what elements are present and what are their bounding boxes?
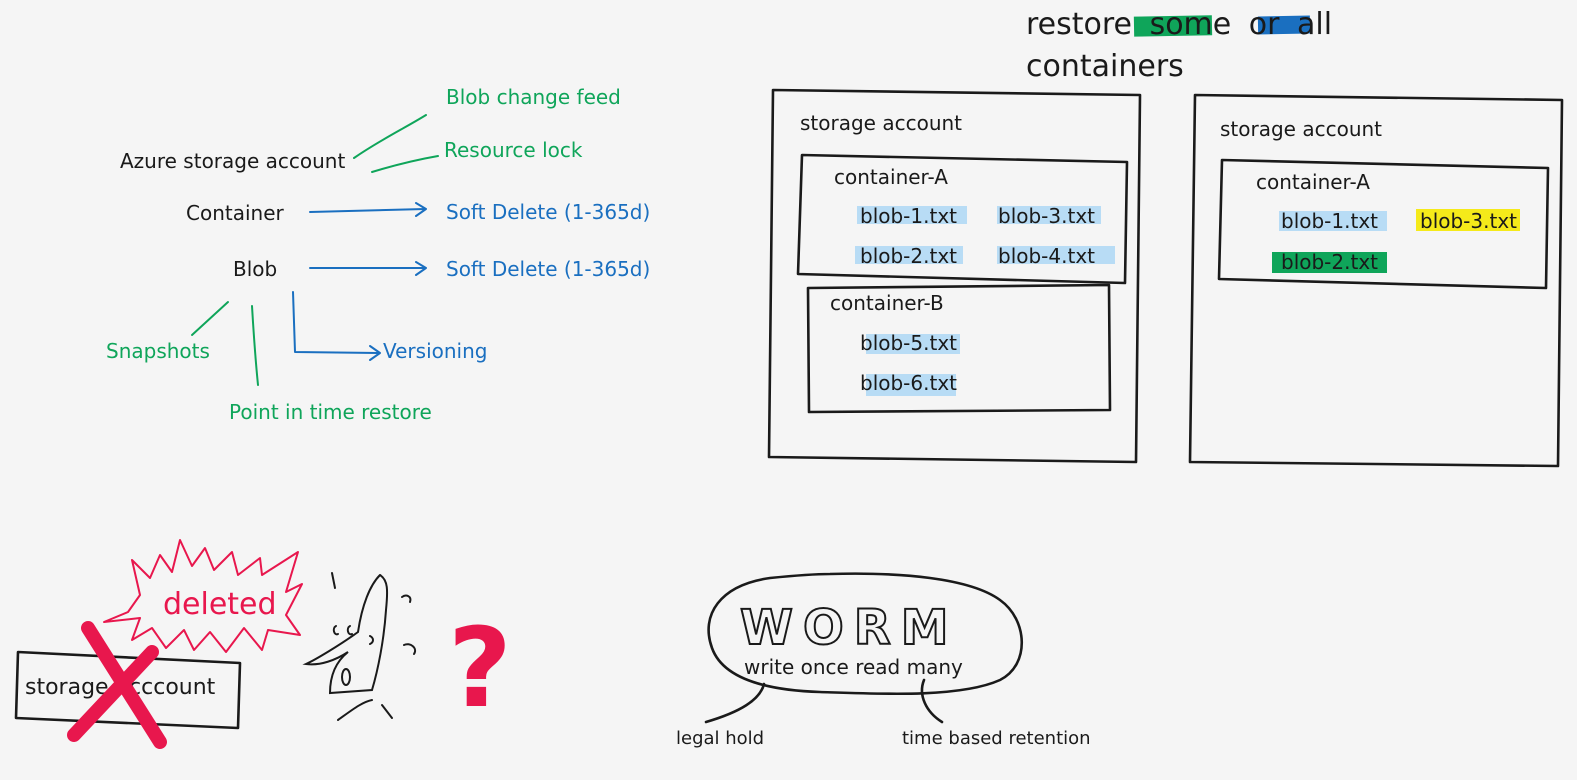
right-blob-1: blob-1.txt (1281, 209, 1378, 233)
storage-account-right: storage account container-A blob-1.txt b… (1188, 93, 1564, 468)
feature-tree: Azure storage account Container Blob Blo… (106, 85, 650, 424)
snapshots-label: Snapshots (106, 339, 210, 363)
deleted-storage-box (14, 650, 242, 730)
highlight-some (1133, 15, 1213, 37)
restore-heading-line2: containers (1026, 49, 1184, 84)
connector-change-feed (353, 114, 427, 159)
worm-bubble (707, 572, 1023, 696)
left-blob-6: blob-6.txt (860, 371, 957, 395)
storage-account-left-title: storage account (800, 111, 962, 135)
word-some: some (1150, 7, 1232, 42)
blob-change-feed-label: Blob change feed (446, 85, 621, 109)
versioning-label: Versioning (383, 339, 487, 363)
left-blob-2: blob-2.txt (860, 244, 957, 268)
deleted-burst (103, 539, 303, 653)
container-a-left: container-A blob-1.txt blob-2.txt blob-3… (796, 153, 1129, 285)
container-a-left-title: container-A (834, 165, 948, 189)
container-b-left-title: container-B (830, 291, 944, 315)
left-blob-4: blob-4.txt (998, 244, 1095, 268)
resource-lock-label: Resource lock (444, 138, 583, 162)
container-b-left: container-B blob-5.txt blob-6.txt (806, 283, 1112, 414)
highlight-right-blob3 (1416, 209, 1520, 231)
question-mark-icon: ? (448, 604, 512, 732)
connector-point-in-time (251, 305, 259, 386)
arrow-versioning (292, 291, 381, 361)
left-blob-1: blob-1.txt (860, 204, 957, 228)
word-or: or (1249, 7, 1280, 42)
right-blob-2: blob-2.txt (1281, 250, 1378, 274)
worm-time-retention-label: time based retention (902, 728, 1091, 749)
restore-heading: restore some or all containers (1026, 7, 1332, 84)
right-blob-3: blob-3.txt (1420, 209, 1517, 233)
storage-account-left-border (767, 88, 1142, 464)
storage-account-left: storage account container-A blob-1.txt b… (767, 88, 1142, 464)
container-a-right-title: container-A (1256, 170, 1370, 194)
worried-face-icon (302, 572, 416, 721)
tree-container-label: Container (186, 201, 285, 225)
container-a-right: container-A blob-1.txt blob-3.txt blob-2… (1217, 158, 1550, 290)
arrow-container-soft-delete (309, 202, 427, 217)
deleted-scene: deleted storage acccount ? (14, 539, 512, 749)
highlight-left-blob3 (997, 206, 1101, 224)
connector-resource-lock (371, 155, 439, 173)
left-blob-5: blob-5.txt (860, 331, 957, 355)
worm-legal-hold-label: legal hold (676, 728, 764, 749)
container-soft-delete-label: Soft Delete (1-365d) (446, 200, 650, 224)
container-a-left-border (796, 153, 1129, 285)
word-all: all (1297, 7, 1332, 42)
worm-connector-right (920, 678, 944, 724)
worm-title: WORM (740, 600, 958, 656)
highlight-left-blob2 (855, 246, 963, 264)
arrow-blob-soft-delete (309, 261, 427, 276)
point-in-time-restore-label: Point in time restore (229, 400, 432, 424)
tree-blob-label: Blob (233, 257, 277, 281)
highlight-right-blob2 (1272, 252, 1387, 273)
blob-soft-delete-label: Soft Delete (1-365d) (446, 257, 650, 281)
worm-section: WORM write once read many legal hold tim… (676, 572, 1091, 749)
highlight-left-blob4 (997, 246, 1115, 264)
highlight-all (1257, 15, 1311, 35)
left-blob-3: blob-3.txt (998, 204, 1095, 228)
container-b-left-border (806, 283, 1112, 414)
restore-heading-line1: restore some or all (1026, 7, 1332, 42)
container-a-right-border (1217, 158, 1550, 290)
tree-root-label: Azure storage account (120, 149, 345, 173)
word-restore: restore (1026, 7, 1132, 42)
connector-snapshots (191, 301, 229, 336)
storage-account-right-border (1188, 93, 1564, 468)
worm-connector-left (704, 682, 766, 724)
deleted-callout-text: deleted (163, 587, 277, 622)
red-cross-icon (67, 621, 167, 749)
highlight-left-blob5 (866, 334, 960, 354)
highlight-left-blob6 (866, 374, 956, 396)
storage-account-right-title: storage account (1220, 117, 1382, 141)
worm-subtitle: write once read many (744, 655, 963, 679)
highlight-right-blob1 (1279, 211, 1387, 231)
highlight-left-blob1 (857, 206, 967, 224)
